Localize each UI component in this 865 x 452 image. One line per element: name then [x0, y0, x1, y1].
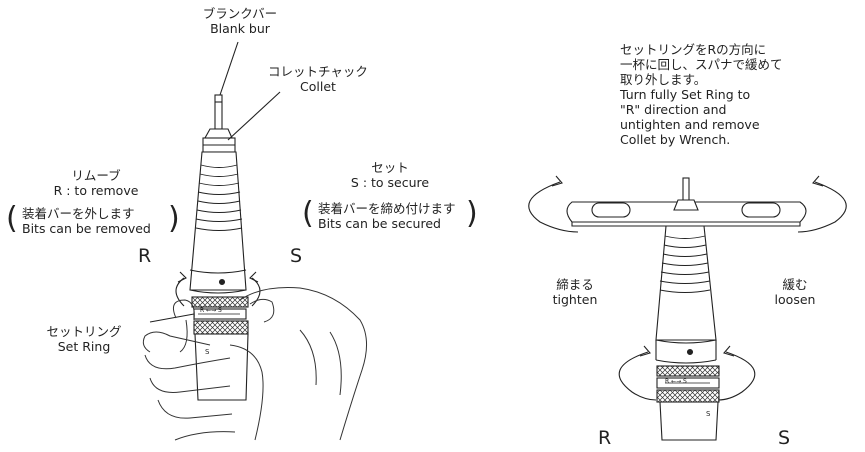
collet-jp: コレットチャック — [268, 64, 368, 79]
instruction-en-3: untighten and remove — [620, 117, 760, 132]
collet-nose — [204, 128, 233, 139]
tighten-arrow — [528, 181, 579, 233]
collet-leader — [227, 91, 281, 141]
set-ring-upper-right — [656, 365, 720, 377]
collet-label: コレットチャック Collet — [258, 64, 378, 94]
instruction-en-1: Turn fully Set Ring to — [620, 87, 751, 102]
instruction-jp-1: セットリングをRの方向に — [620, 42, 767, 57]
remove-paren-close: ) — [168, 201, 180, 236]
handpiece-body-right — [655, 225, 717, 341]
set-ring-lower-right — [656, 389, 720, 403]
secure-paren-close: ) — [466, 196, 478, 231]
tighten-jp: 締まる — [556, 277, 594, 292]
ring-marking-left: R ←→ S — [200, 307, 222, 314]
remove-label: リムーブ R : to remove — [16, 168, 176, 198]
body-mark-right: S — [706, 410, 711, 418]
loosen-en: loosen — [774, 292, 816, 307]
secure-label: セット S : to secure — [320, 160, 460, 190]
remove-paren-open: ( — [6, 201, 18, 236]
blank-bur-jp: ブランクバー — [202, 6, 278, 21]
tighten-en: tighten — [552, 292, 598, 307]
loosen-arrow — [797, 181, 847, 233]
secure-en: S : to secure — [350, 175, 430, 190]
loosen-jp: 緩む — [782, 277, 808, 292]
instruction-text: セットリングをRの方向に 一杯に回し、スパナで緩めて 取り外します。 Turn … — [620, 42, 783, 147]
secure-jp: セット — [371, 160, 409, 175]
blank-bur-leader — [219, 41, 239, 96]
remove-note-en: Bits can be removed — [22, 221, 151, 236]
rotation-arrow-s-right — [717, 351, 756, 401]
remove-note-jp: 装着バーを外します — [22, 206, 135, 221]
instruction-jp-2: 一杯に回し、スパナで緩めて — [620, 57, 783, 72]
set-ring-leader — [149, 313, 195, 323]
handpiece-left — [149, 41, 281, 401]
wrench-slot-right — [741, 202, 781, 218]
secure-note-jp: 装着バーを締め付けます — [318, 201, 456, 216]
loosen-label: 緩む loosen — [760, 277, 830, 307]
instruction-en-4: Collet by Wrench. — [620, 132, 731, 147]
set-ring-en: Set Ring — [57, 339, 111, 354]
remove-jp: リムーブ — [71, 168, 121, 183]
r-letter-right: R — [598, 427, 612, 449]
set-ring-label: セットリング Set Ring — [24, 324, 144, 354]
rotation-arrow-r-right — [618, 351, 657, 401]
secure-paren-open: ( — [302, 196, 314, 231]
remove-note: 装着バーを外します Bits can be removed — [22, 206, 151, 236]
r-letter-left: R — [138, 245, 152, 267]
instruction-en-2: "R" direction and — [620, 102, 727, 117]
blank-bur — [214, 94, 223, 130]
wrench-slot-left — [591, 202, 631, 218]
secure-note: 装着バーを締め付けます Bits can be secured — [318, 201, 456, 231]
blank-bur-label: ブランクバー Blank bur — [190, 6, 290, 36]
set-ring-jp: セットリング — [46, 324, 122, 339]
hand-left — [142, 287, 367, 441]
remove-en: R : to remove — [53, 183, 139, 198]
blank-bur-right — [682, 177, 690, 203]
s-letter-right: S — [778, 427, 791, 449]
body-mark-left: S — [205, 348, 210, 356]
handpiece-body — [189, 151, 247, 291]
instruction-jp-3: 取り外します。 — [620, 72, 707, 87]
secure-note-en: Bits can be secured — [318, 216, 441, 231]
tighten-label: 締まる tighten — [540, 277, 610, 307]
handpiece-right — [528, 175, 847, 441]
s-letter-left: S — [290, 245, 303, 267]
blank-bur-en: Blank bur — [210, 21, 270, 36]
collar-dot — [218, 278, 226, 286]
set-ring-upper — [191, 296, 249, 308]
ring-marking-right: R ←→ S — [665, 378, 687, 385]
collet-en: Collet — [300, 79, 336, 94]
set-ring-lower — [193, 320, 249, 335]
